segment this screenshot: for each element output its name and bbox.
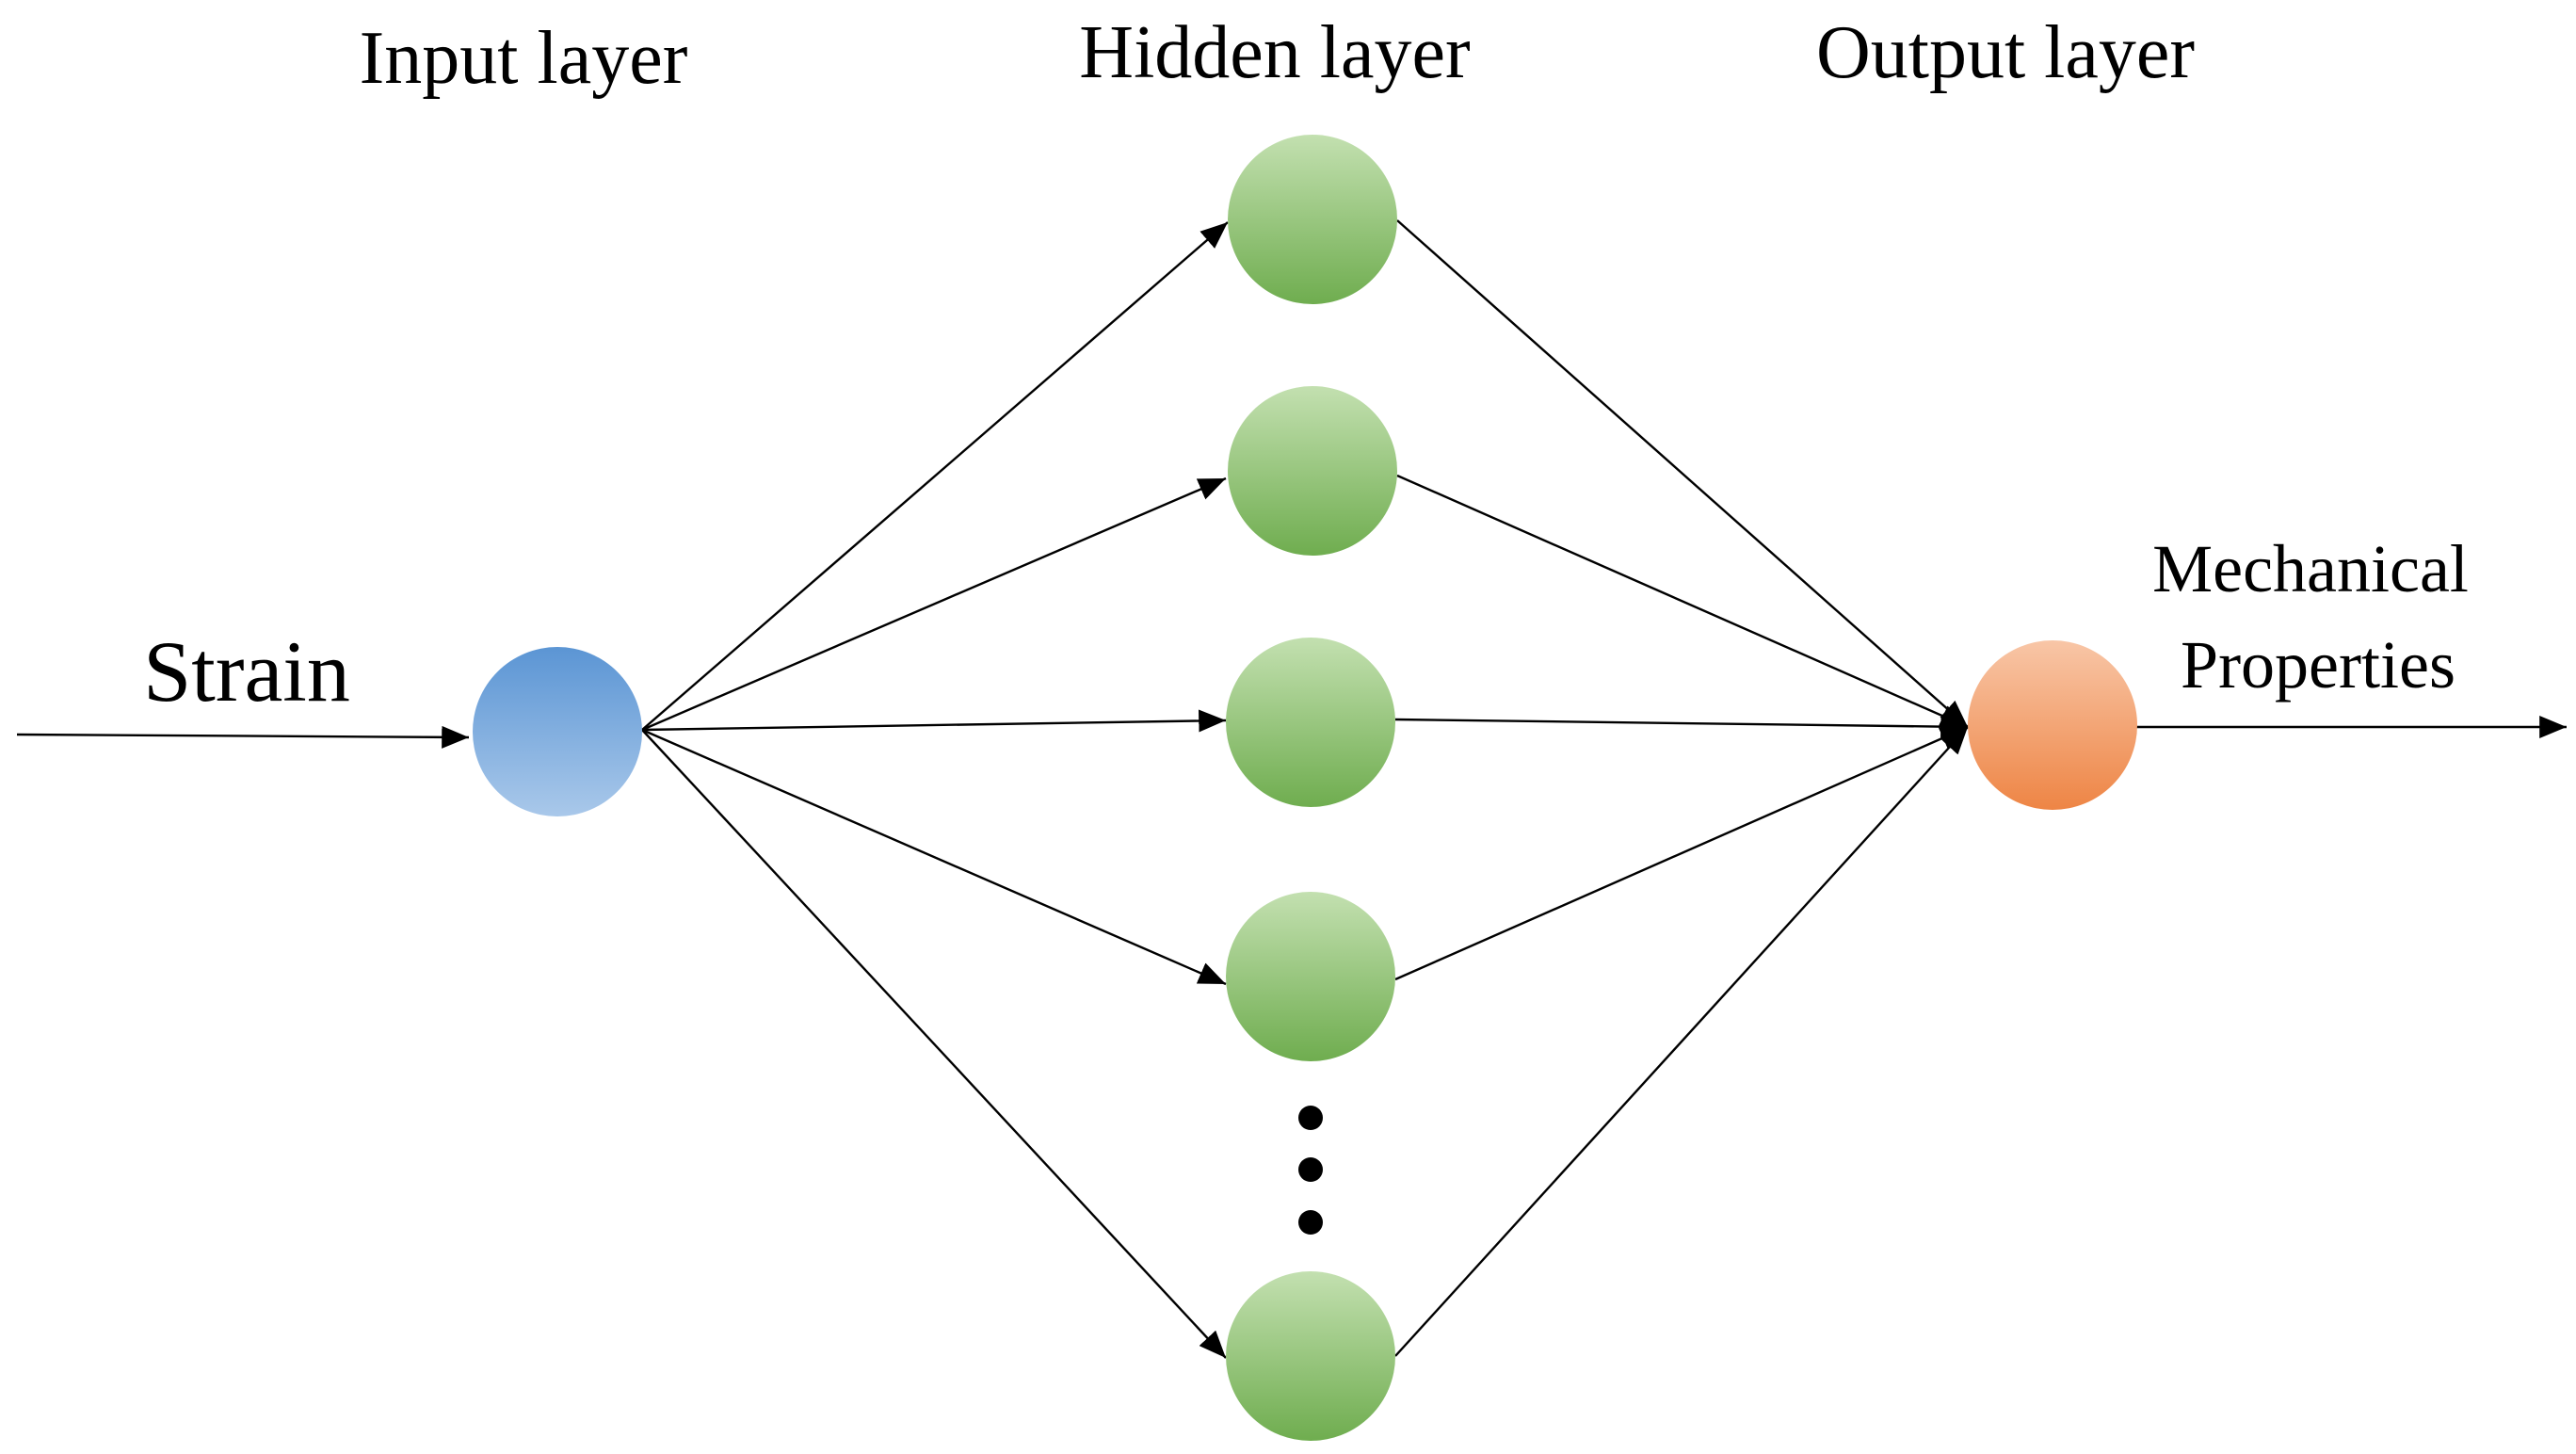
network-nodes (473, 135, 2137, 1441)
edge-hidden-1-to-output (1396, 219, 1969, 728)
edge-hidden-3-to-output (1394, 715, 1969, 738)
hidden-node-3 (1226, 638, 1395, 807)
hidden-node-4 (1226, 892, 1395, 1061)
output-label-line2: Properties (2181, 627, 2455, 703)
edge-hidden-5-to-output (1394, 726, 1969, 1357)
connection-lines (16, 219, 2567, 1359)
edge-input-to-hidden-1 (641, 221, 1229, 731)
ellipsis-dot-3 (1298, 1210, 1323, 1235)
ellipsis-dot-2 (1298, 1157, 1323, 1182)
edge-hidden-4-to-output (1394, 725, 1969, 981)
output-node (1968, 640, 2137, 810)
edge-input-to-hidden-5 (641, 729, 1227, 1359)
edge-input-to-hidden-2 (641, 477, 1227, 732)
edge-hidden-2-to-output (1396, 474, 1969, 729)
hidden-node-2 (1228, 386, 1397, 556)
input-node (473, 647, 642, 816)
input-label-strain: Strain (143, 623, 350, 719)
hidden-layer-heading: Hidden layer (1079, 11, 1470, 94)
output-label-line1: Mechanical (2152, 531, 2469, 606)
edge-input-to-hidden-3 (641, 709, 1227, 733)
edge-input-to-hidden-4 (641, 728, 1227, 986)
hidden-node-5 (1226, 1271, 1395, 1441)
ellipsis-dot-1 (1298, 1106, 1323, 1130)
hidden-node-1 (1228, 135, 1397, 304)
input-layer-heading: Input layer (360, 17, 688, 100)
hidden-layer-ellipsis (1298, 1106, 1323, 1235)
input-arrow (16, 725, 470, 749)
output-layer-heading: Output layer (1816, 11, 2195, 94)
